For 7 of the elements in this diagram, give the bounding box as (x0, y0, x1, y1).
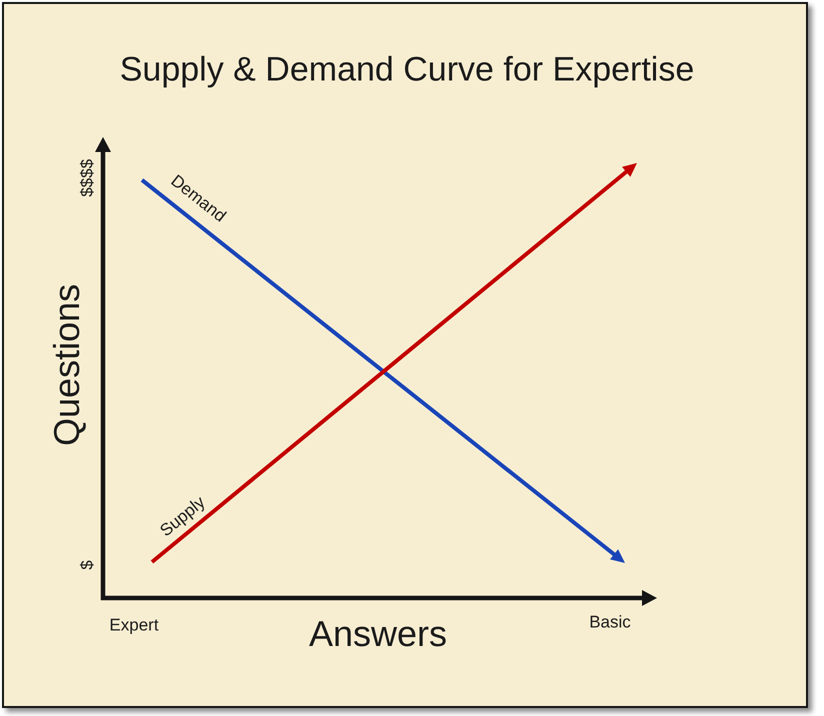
axis-tick-label: Basic (589, 614, 631, 632)
chart-title: Supply & Demand Curve for Expertise (120, 51, 694, 89)
axis-title: Questions (47, 284, 87, 446)
axis-tick-label: $ (78, 560, 98, 570)
axis-tick-label: $$$$ (78, 159, 98, 197)
axis-title: Answers (308, 614, 448, 654)
axis-tick-label: Expert (109, 616, 159, 636)
